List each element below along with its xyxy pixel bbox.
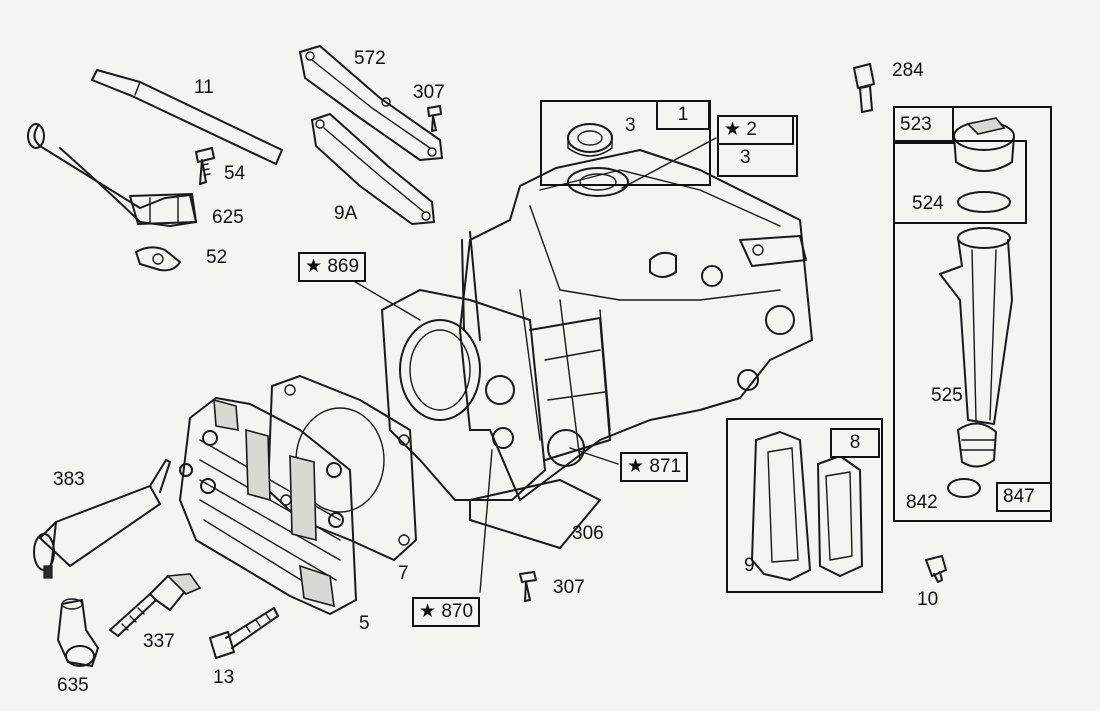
label-13: 13	[213, 667, 235, 688]
label-870: 870	[441, 601, 474, 622]
group-frame-524	[893, 140, 1027, 224]
part-54-screw-drawing	[195, 147, 215, 185]
part-9-gasket-drawing	[751, 431, 811, 581]
label-7: 7	[398, 563, 409, 584]
part-842-oring-drawing	[947, 478, 981, 498]
part-52-gasket-drawing	[135, 246, 181, 272]
label-307-top: 307	[413, 82, 445, 103]
label-11: 11	[194, 77, 214, 98]
part-3-seal-drawing	[567, 123, 613, 157]
label-625: 625	[212, 207, 244, 228]
label-306: 306	[572, 523, 604, 544]
part-635-boot-drawing	[57, 598, 99, 667]
group-frame-847	[893, 106, 1052, 522]
label-10: 10	[917, 589, 939, 610]
star-icon: ★	[419, 601, 437, 622]
label-54: 54	[224, 163, 246, 184]
star-icon: ★	[724, 119, 742, 140]
label-870-box: ★ 870	[412, 597, 481, 627]
label-523: 523	[900, 114, 932, 135]
label-383: 383	[53, 469, 85, 490]
group-frame-523	[893, 106, 954, 144]
part-306-plate-drawing	[469, 479, 601, 549]
label-52: 52	[206, 247, 228, 268]
group-frame-1	[540, 100, 711, 186]
part-383-tube-drawing	[33, 459, 171, 579]
label-1-box: 1	[656, 100, 710, 130]
label-842: 842	[906, 492, 938, 513]
label-8: 8	[849, 432, 861, 453]
star-icon: ★	[627, 456, 645, 477]
label-2: 2	[746, 119, 757, 140]
leader-lines	[351, 137, 717, 593]
part-9a-gasket-drawing	[311, 113, 435, 225]
star-icon: ★	[305, 256, 323, 277]
part-572-gasket-drawing	[299, 45, 443, 161]
label-9a: 9A	[334, 203, 358, 224]
label-869-box: ★ 869	[298, 252, 367, 282]
part-625-tube-drawing	[27, 123, 197, 227]
group-frame-8	[726, 418, 883, 593]
label-635: 635	[57, 675, 89, 696]
part-10-screw-drawing	[925, 555, 947, 583]
label-9: 9	[744, 555, 755, 576]
label-8-box: 8	[830, 428, 880, 458]
part-525-tube-drawing	[939, 227, 1013, 468]
cylinder-block-drawing	[381, 289, 611, 501]
label-3-top: 3	[625, 115, 636, 136]
part-307-screw-bottom-drawing	[519, 571, 537, 602]
part-13-bolt-drawing	[209, 607, 279, 659]
part-284-fitting-drawing	[853, 63, 875, 113]
label-524: 524	[912, 193, 944, 214]
label-2-box: ★ 2	[717, 115, 794, 145]
part-523-cap-drawing	[953, 117, 1015, 172]
part-524-oring-drawing	[957, 191, 1011, 213]
part-307-screw-top-drawing	[427, 105, 442, 132]
label-525: 525	[931, 385, 963, 406]
part-11-rod-drawing	[91, 69, 283, 165]
label-871: 871	[649, 456, 682, 477]
label-307-bottom: 307	[553, 577, 585, 598]
label-337: 337	[143, 631, 175, 652]
label-871-box: ★ 871	[620, 452, 689, 482]
label-1: 1	[677, 104, 689, 125]
label-572: 572	[354, 48, 386, 69]
label-3-box: 3	[740, 147, 751, 168]
label-869: 869	[327, 256, 360, 277]
label-847-box: 847	[996, 482, 1052, 512]
part-5-cylinder-head-drawing	[179, 397, 357, 615]
label-5: 5	[359, 613, 370, 634]
part-337-spark-plug-drawing	[109, 573, 202, 637]
label-847: 847	[1003, 486, 1035, 507]
label-284: 284	[892, 60, 924, 81]
